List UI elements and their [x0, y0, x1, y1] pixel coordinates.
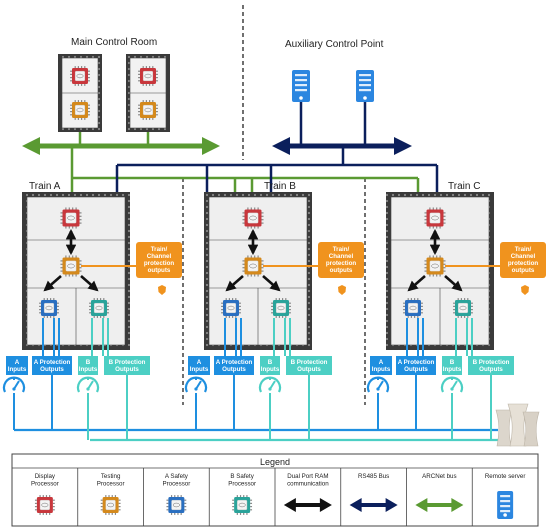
a-inputs-box — [6, 356, 28, 375]
auxiliary-servers — [292, 70, 374, 102]
rs485-bus-icon — [349, 498, 398, 512]
b-safety-processor-icon — [89, 298, 109, 318]
a-safety-processor-icon — [221, 298, 241, 318]
a-safety-processor-icon — [166, 495, 187, 515]
testing-processor-icon — [138, 100, 158, 120]
legend-item: ARCNet bus — [406, 468, 464, 526]
cooling-tower-icon — [495, 403, 540, 447]
a-safety-processor-icon — [39, 298, 59, 318]
remote-server-icon — [356, 70, 374, 102]
arcnet-bus-icon — [415, 498, 464, 512]
rs485-main-bus — [272, 137, 412, 155]
b-safety-processor-icon — [453, 298, 473, 318]
shield-icon — [521, 285, 529, 295]
remote-server-icon — [497, 491, 514, 519]
bus-wiring — [14, 102, 498, 442]
b-protection-outputs-box — [468, 356, 514, 375]
testing-processor-icon — [242, 255, 264, 277]
main-control-room-cabinets — [58, 54, 170, 132]
a-protection-outputs-box — [214, 356, 254, 375]
b-safety-processor-icon — [271, 298, 291, 318]
b-inputs-box — [260, 356, 280, 375]
legend-item-label: ARCNet bus — [422, 473, 456, 480]
protection-output-box — [500, 242, 546, 278]
protection-output-box — [136, 242, 182, 278]
a-inputs-box — [188, 356, 210, 375]
b-protection-outputs-box — [104, 356, 150, 375]
train-label: Train B — [264, 181, 296, 192]
auxiliary-control-point-heading: Auxiliary Control Point — [285, 39, 384, 50]
legend-item-label: RS485 Bus — [358, 473, 389, 480]
display-processor-icon — [242, 207, 264, 229]
display-cabinet — [126, 54, 170, 132]
display-cabinet — [58, 54, 102, 132]
legend-title: Legend — [260, 457, 290, 467]
display-processor-icon — [424, 207, 446, 229]
dual-port-ram-icon — [283, 498, 332, 512]
legend-item: Remote server — [471, 468, 526, 526]
display-processor-icon — [138, 66, 158, 86]
display-processor-icon — [60, 207, 82, 229]
protection-output-box — [318, 242, 364, 278]
b-inputs-box — [442, 356, 462, 375]
a-protection-outputs-box — [32, 356, 72, 375]
a-safety-processor-icon — [403, 298, 423, 318]
train-label: Train C — [448, 181, 480, 192]
testing-processor-icon — [70, 100, 90, 120]
display-processor-icon — [70, 66, 90, 86]
testing-processor-icon — [60, 255, 82, 277]
main-control-room-heading: Main Control Room — [71, 37, 157, 48]
train-label: Train A — [29, 181, 61, 192]
arcnet-main-bus — [22, 137, 220, 155]
testing-processor-icon — [100, 495, 121, 515]
remote-server-icon — [292, 70, 310, 102]
a-protection-outputs-box — [396, 356, 436, 375]
testing-processor-icon — [424, 255, 446, 277]
legend-item: RS485 Bus — [340, 468, 398, 526]
a-inputs-box — [370, 356, 392, 375]
display-processor-icon — [34, 495, 55, 515]
legend-item-label: Remote server — [485, 473, 526, 480]
shield-icon — [338, 285, 346, 295]
b-protection-outputs-box — [286, 356, 332, 375]
b-safety-processor-icon — [232, 495, 253, 515]
shield-icon — [158, 285, 166, 295]
b-inputs-box — [78, 356, 98, 375]
